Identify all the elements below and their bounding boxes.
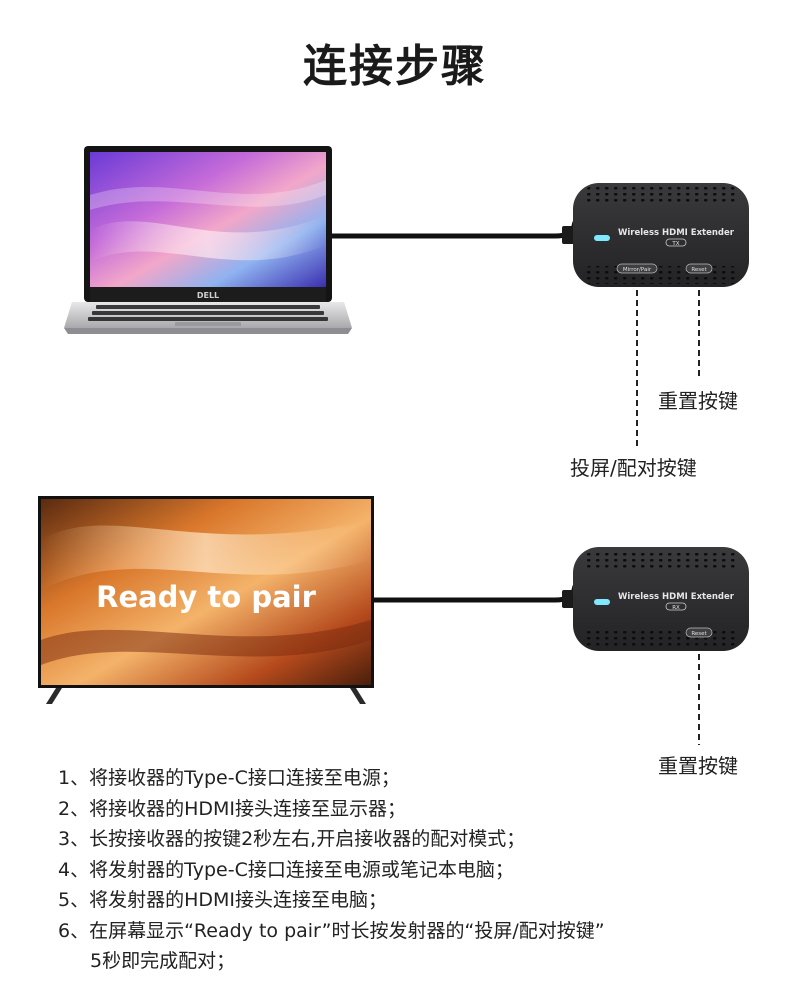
rx-led-indicator [594, 599, 610, 605]
rx-reset-button-label: Reset [691, 631, 707, 637]
hdmi-cable-tx [332, 221, 578, 239]
rx-reset-button[interactable] [685, 627, 713, 638]
step-item: 1、将接收器的Type-C接口连接至电源； [58, 767, 400, 789]
step-item-continuation: 5秒即完成配对； [90, 950, 236, 972]
hdmi-cable-rx [374, 585, 578, 603]
tv-screen-text: Ready to pair [96, 580, 316, 614]
rx-model-text: Wireless HDMI Extender [618, 592, 735, 602]
mirror-pair-button[interactable] [616, 263, 658, 274]
tx-reset-button-label: Reset [691, 267, 707, 273]
tx-device: Wireless HDMI Extender TX Mirror/Pair Re… [573, 183, 749, 287]
step-item: 6、在屏幕显示“Ready to pair”时长按发射器的“投屏/配对按键” [58, 919, 605, 942]
step-item: 4、将发射器的Type-C接口连接至电源或笔记本电脑； [58, 858, 514, 881]
connection-steps-list: 1、将接收器的Type-C接口连接至电源； 2、将接收器的HDMI接头连接至显示… [58, 763, 758, 977]
tx-pair-callout-label: 投屏/配对按键 [570, 456, 697, 480]
connection-diagram: DELL Wireless HDMI Extender TX Mirror/Pa… [38, 146, 749, 745]
tx-tag: TX [671, 241, 679, 247]
laptop-screen [90, 152, 326, 287]
rx-tag: RX [672, 605, 680, 611]
step-item: 2、将接收器的HDMI接头连接至显示器； [58, 797, 407, 820]
tx-led-indicator [594, 235, 610, 241]
rx-device: Wireless HDMI Extender RX Reset [573, 547, 749, 651]
mirror-pair-button-label: Mirror/Pair [623, 267, 652, 273]
tx-reset-callout-label: 重置按键 [658, 389, 738, 413]
step-item: 3、长按接收器的按键2秒左右,开启接收器的配对模式； [58, 828, 526, 850]
rx-reset-callout-label: 重置按键 [658, 754, 738, 778]
laptop-brand-logo: DELL [197, 291, 219, 300]
tv: Ready to pair [38, 496, 374, 704]
tx-model-text: Wireless HDMI Extender [618, 228, 735, 238]
tx-reset-button[interactable] [685, 263, 713, 274]
laptop: DELL [64, 146, 352, 334]
page-title: 连接步骤 [303, 41, 487, 92]
step-item: 5、将发射器的HDMI接头连接至电脑； [58, 889, 388, 911]
